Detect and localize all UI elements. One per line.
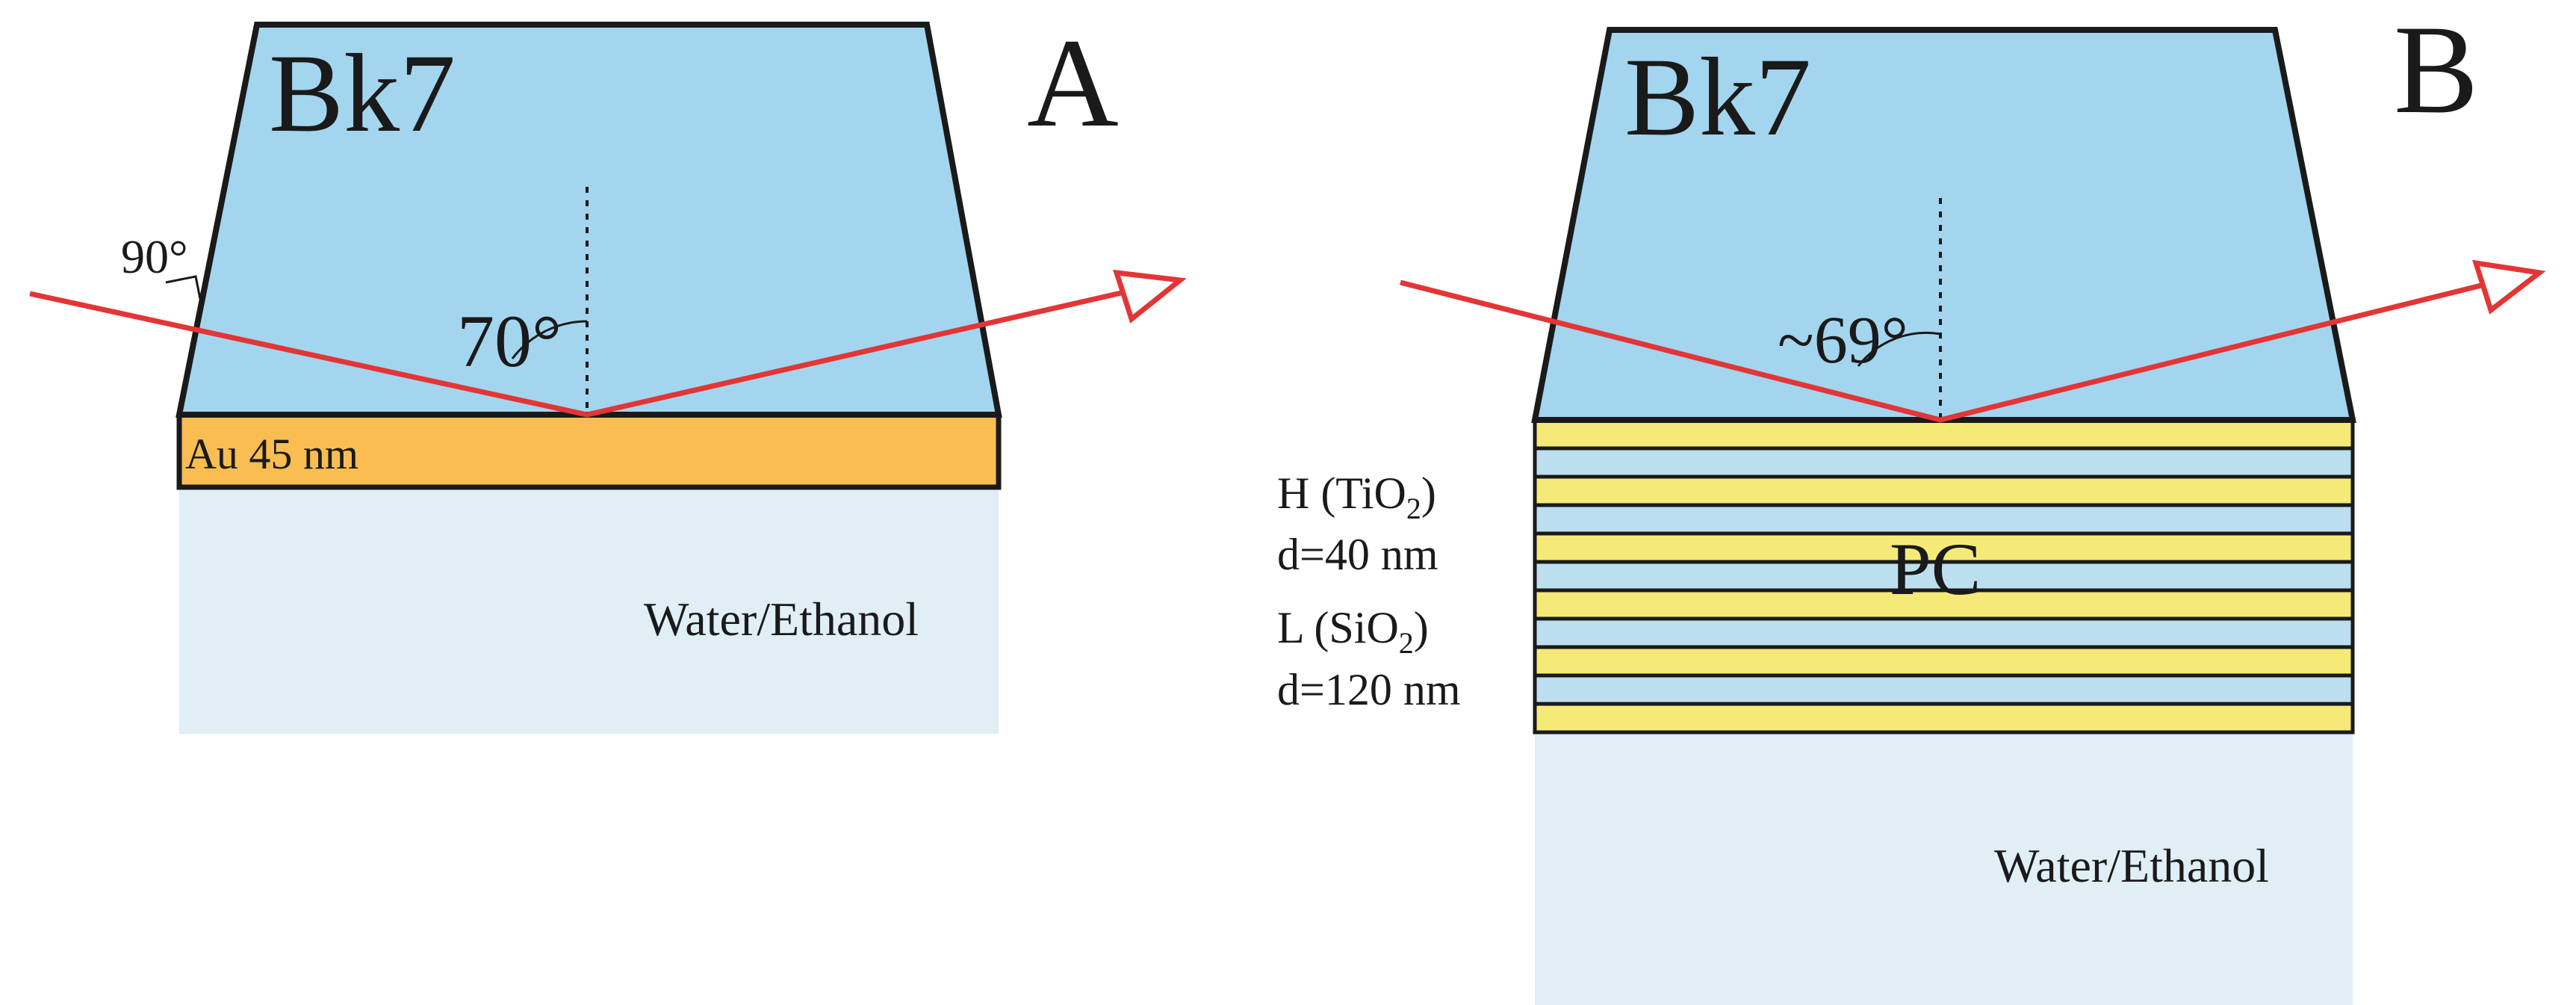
tio2-layer	[1533, 645, 2355, 678]
tio2-layer	[1533, 418, 2355, 451]
panel-a: Bk7 A 90° 70° Au 45 nm Water/Ethanol	[29, 13, 1187, 734]
panel-b-incidence-angle-label: ~69°	[1778, 303, 1908, 377]
panel-b-angle-arc	[1857, 331, 1941, 367]
sio2-layer	[1533, 673, 2355, 706]
panel-b-letter: B	[2394, 0, 2478, 140]
panel-a-medium-label: Water/Ethanol	[644, 593, 919, 646]
tio2-layer	[1533, 702, 2355, 735]
panel-b-beam	[1400, 279, 2488, 423]
sio2-layer	[1533, 446, 2355, 479]
panel-a-angle-arc	[511, 320, 588, 359]
panel-b-stack-label: PC	[1890, 528, 1981, 610]
panel-b-prism-label: Bk7	[1624, 35, 1811, 159]
panel-a-gold-film	[176, 412, 1002, 490]
panel-b-medium	[1535, 734, 2353, 1005]
panel-b-h-layer-label: H (TiO2)	[1277, 469, 1436, 525]
panel-a-beam-arrowhead	[1112, 269, 1187, 324]
panel-a-letter: A	[1027, 13, 1119, 153]
panel-b-beam-arrowhead	[2471, 259, 2546, 315]
panel-b-prism	[1531, 27, 2356, 423]
panel-a-prism	[176, 22, 1002, 418]
panel-a-medium	[179, 487, 999, 734]
panel-b-medium-label: Water/Ethanol	[1994, 839, 2269, 892]
panel-b-l-thickness-label: d=120 nm	[1277, 665, 1461, 714]
panel-b-l-layer-label: L (SiO2)	[1277, 603, 1429, 660]
panel-b-photonic-crystal	[1533, 418, 2355, 735]
panel-a-film-label: Au 45 nm	[185, 430, 359, 478]
sio2-layer	[1533, 560, 2355, 593]
panel-a-incidence-angle-label: 70°	[457, 300, 562, 383]
panel-a-beam	[29, 288, 1129, 418]
panel-a-prism-label: Bk7	[269, 31, 456, 155]
panel-a-entry-angle-label: 90°	[121, 230, 188, 283]
panel-b: Bk7 B ~69° PC H (TiO2) d=40 nm L (SiO2) …	[1277, 0, 2546, 1005]
sio2-layer	[1533, 616, 2355, 649]
tio2-layer	[1533, 474, 2355, 507]
panel-b-h-thickness-label: d=40 nm	[1277, 530, 1438, 579]
panel-a-right-angle-mark	[165, 275, 203, 307]
